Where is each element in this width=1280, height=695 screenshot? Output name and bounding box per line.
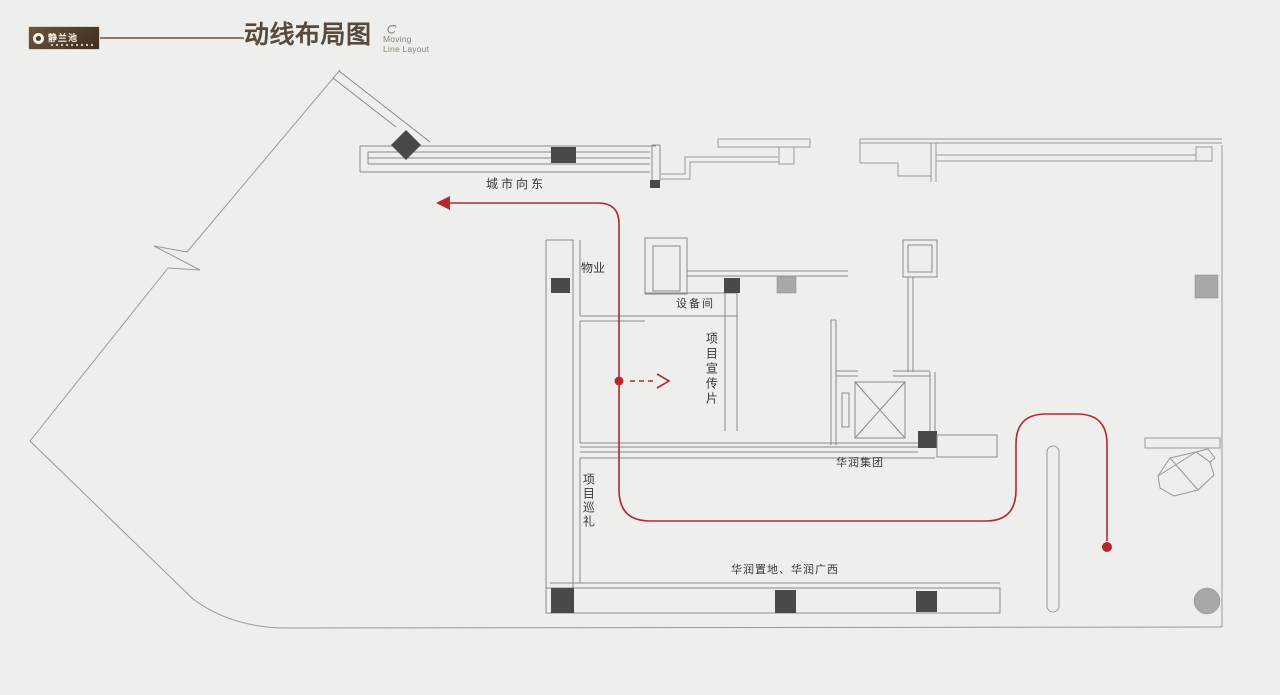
label-project-tour: 项目巡礼 — [581, 473, 596, 529]
moving-line-swirl-icon — [387, 24, 397, 34]
label-cr-land: 华润置地、华润广西 — [731, 564, 839, 576]
brand-logo-icon — [33, 32, 44, 44]
route-branch-arrow — [656, 373, 671, 389]
route-arrow-start — [436, 196, 450, 210]
door-block-elevator — [918, 431, 937, 448]
door-block-south-1 — [551, 588, 574, 613]
north-west-wall — [332, 70, 661, 181]
route-branch-dot — [614, 376, 624, 386]
north-mid-wall — [661, 138, 811, 180]
subtitle-line-2: Line Layout — [383, 43, 430, 54]
header-rule-line — [100, 37, 244, 39]
label-city-east: 城市向东 — [486, 177, 547, 191]
brand-logo-text: 静兰池 — [48, 32, 79, 43]
moving-line-route — [436, 196, 1112, 552]
door-block-north — [551, 147, 576, 163]
elevator-core — [830, 239, 938, 445]
door-block-equipment — [724, 278, 740, 293]
label-equipment-room: 设备间 — [676, 298, 715, 310]
landscape-rock — [1144, 437, 1221, 497]
door-block-small — [650, 180, 660, 188]
cr-group-wall — [580, 434, 998, 459]
door-block-south-3 — [916, 591, 937, 612]
corridor-walls — [545, 239, 738, 613]
round-column — [1193, 587, 1221, 615]
route-end-dot — [1102, 542, 1112, 552]
brand-logo: 静兰池 — [28, 26, 100, 50]
label-property: 物业 — [581, 261, 606, 275]
south-wall — [545, 582, 1001, 614]
subtitle-line-1: Moving — [383, 34, 412, 44]
site-boundary — [29, 69, 1223, 629]
page-title: 动线布局图 — [244, 22, 372, 49]
door-block-property — [551, 278, 570, 293]
curved-wall-slot — [1046, 445, 1060, 613]
label-promo-video: 项目宣传片 — [704, 332, 719, 407]
door-block-south-2 — [775, 590, 796, 613]
east-column-block — [1194, 274, 1219, 299]
door-block-diamond — [391, 130, 421, 160]
north-east-wall — [859, 138, 1222, 182]
brand-logo-caption-line — [51, 44, 93, 46]
gray-column-block — [776, 276, 797, 294]
label-cr-group: 华润集团 — [836, 457, 884, 469]
route-path — [450, 202, 1108, 541]
page-subtitle: Moving Line Layout — [383, 24, 429, 54]
